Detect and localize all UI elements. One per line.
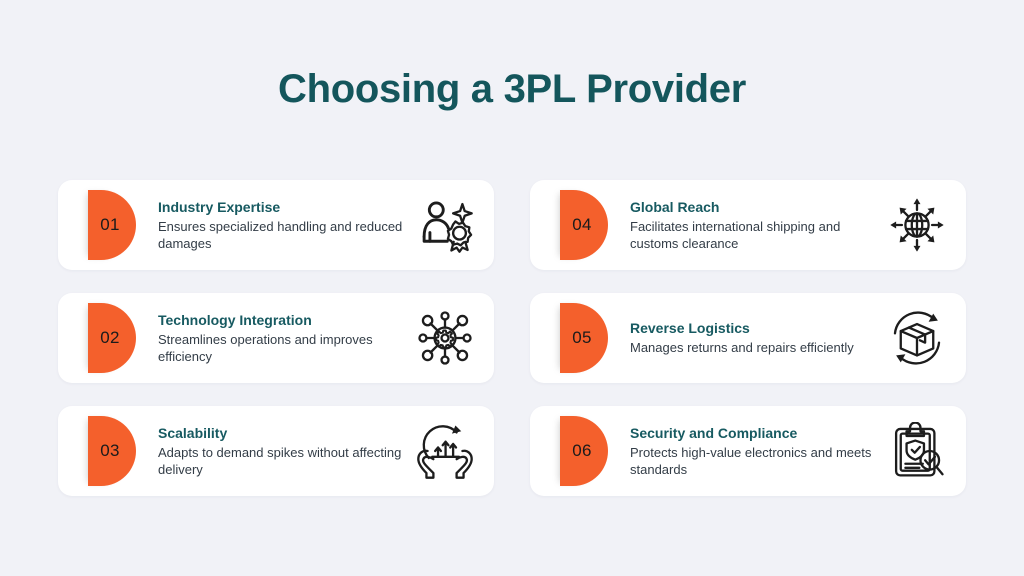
badge-number-label: 06 — [572, 441, 592, 460]
card-title: Technology Integration — [158, 311, 312, 328]
card-text-block: Technology Integration Streamlines opera… — [136, 311, 414, 366]
feature-card-02[interactable]: 02 Technology Integration Streamlines op… — [58, 293, 494, 383]
feature-card-05[interactable]: 05 Reverse Logistics Manages returns and… — [530, 293, 966, 383]
card-title: Industry Expertise — [158, 198, 281, 215]
feature-card-01[interactable]: 01 Industry Expertise Ensures specialize… — [58, 180, 494, 270]
globe-arrows-icon — [886, 194, 948, 256]
card-text-block: Security and Compliance Protects high-va… — [608, 424, 886, 479]
card-text-block: Scalability Adapts to demand spikes with… — [136, 424, 414, 479]
card-title: Security and Compliance — [630, 424, 798, 441]
hands-growth-chart-icon — [414, 420, 476, 482]
clipboard-shield-magnifier-icon — [886, 420, 948, 482]
feature-card-grid: 01 Industry Expertise Ensures specialize… — [58, 180, 966, 496]
card-title: Scalability — [158, 424, 228, 441]
badge-number-label: 04 — [572, 215, 592, 234]
box-return-cycle-icon — [886, 307, 948, 369]
card-title: Reverse Logistics — [630, 320, 750, 337]
number-badge-06: 06 — [560, 416, 608, 486]
card-description: Adapts to demand spikes without affectin… — [158, 444, 402, 478]
badge-number-label: 03 — [100, 441, 120, 460]
feature-card-06[interactable]: 06 Security and Compliance Protects high… — [530, 406, 966, 496]
feature-card-03[interactable]: 03 Scalability Adapts to demand spikes w… — [58, 406, 494, 496]
card-description: Manages returns and repairs efficiently — [630, 340, 854, 356]
number-badge-03: 03 — [88, 416, 136, 486]
badge-number-label: 02 — [100, 328, 120, 347]
gear-network-hub-icon — [414, 307, 476, 369]
number-badge-02: 02 — [88, 303, 136, 373]
card-description: Streamlines operations and improves effi… — [158, 331, 373, 365]
card-description: Ensures specialized handling and reduced… — [158, 218, 403, 252]
card-title: Global Reach — [630, 198, 720, 215]
number-badge-05: 05 — [560, 303, 608, 373]
card-text-block: Reverse Logistics Manages returns and re… — [608, 319, 886, 357]
card-text-block: Industry Expertise Ensures specialized h… — [136, 198, 414, 253]
badge-number-label: 05 — [572, 328, 592, 347]
card-description: Protects high-value electronics and meet… — [630, 444, 872, 478]
person-award-sparkle-icon — [414, 194, 476, 256]
badge-number-label: 01 — [100, 215, 120, 234]
card-text-block: Global Reach Facilitates international s… — [608, 198, 886, 253]
card-description: Facilitates international shipping and c… — [630, 218, 841, 252]
page-title: Choosing a 3PL Provider — [277, 67, 747, 111]
number-badge-04: 04 — [560, 190, 608, 260]
number-badge-01: 01 — [88, 190, 136, 260]
feature-card-04[interactable]: 04 Global Reach Facilitates internationa… — [530, 180, 966, 270]
